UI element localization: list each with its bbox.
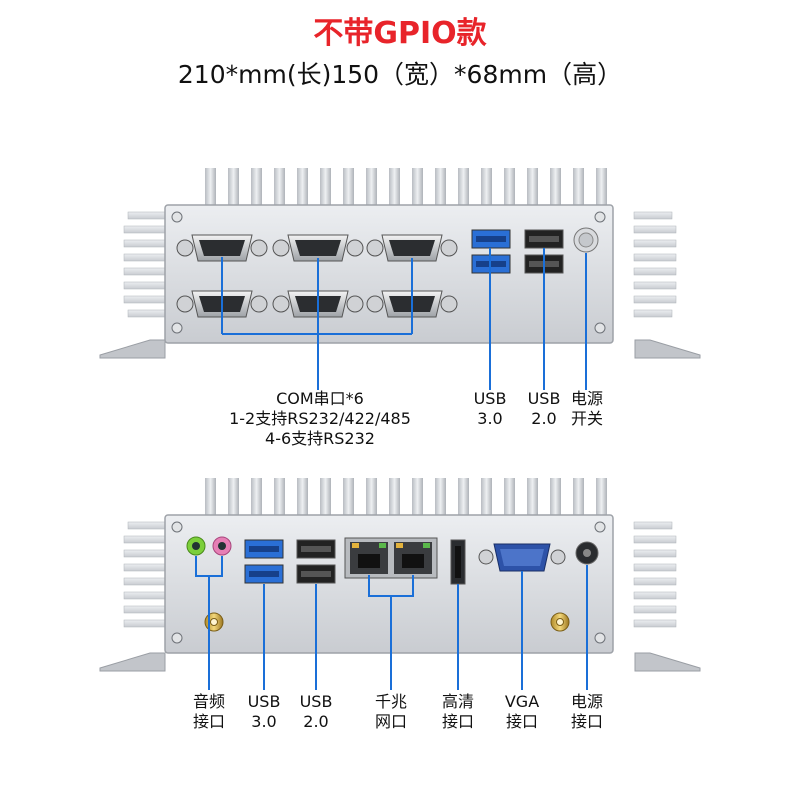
top-usb3-line2: 3.0 bbox=[477, 409, 503, 428]
power-button-icon bbox=[573, 227, 599, 253]
com-port bbox=[272, 234, 364, 262]
power-switch-line1: 电源 bbox=[570, 389, 603, 408]
vga-port bbox=[478, 543, 566, 572]
top-side-fins bbox=[123, 211, 677, 318]
bottom-usb3-line2: 3.0 bbox=[251, 712, 277, 731]
dimensions-text: 210*mm(长)150（宽）*68mm（高） bbox=[177, 60, 623, 89]
hdmi-line2: 接口 bbox=[441, 712, 474, 731]
power-switch-label: 电源 开关 bbox=[562, 389, 612, 429]
top-usb2-label: USB 2.0 bbox=[519, 389, 569, 429]
vga-label: VGA 接口 bbox=[497, 692, 547, 732]
com-port-label: COM串口*6 1-2支持RS232/422/485 4-6支持RS232 bbox=[200, 389, 440, 449]
bottom-usb2-label: USB 2.0 bbox=[291, 692, 341, 732]
top-usb2-line2: 2.0 bbox=[531, 409, 557, 428]
top-usb2-line1: USB bbox=[527, 389, 561, 408]
top-fins bbox=[205, 168, 607, 210]
bottom-fins bbox=[205, 478, 607, 520]
com-label-line1: COM串口*6 bbox=[276, 389, 364, 408]
lan-ports bbox=[344, 537, 438, 579]
vga-line2: 接口 bbox=[505, 712, 538, 731]
hdmi-label: 高清 接口 bbox=[433, 692, 483, 732]
top-usb3-line1: USB bbox=[473, 389, 507, 408]
bottom-usb3-line1: USB bbox=[247, 692, 281, 711]
top-usb3-label: USB 3.0 bbox=[465, 389, 515, 429]
hdmi-line1: 高清 bbox=[441, 692, 474, 711]
audio-jacks bbox=[186, 536, 232, 556]
audio-line1: 音频 bbox=[192, 692, 225, 711]
antenna-connector-icon bbox=[550, 612, 570, 632]
audio-label: 音频 接口 bbox=[184, 692, 234, 732]
com-port bbox=[366, 234, 458, 262]
bottom-usb2-line1: USB bbox=[299, 692, 333, 711]
com-port bbox=[176, 234, 268, 262]
vga-line1: VGA bbox=[504, 692, 540, 711]
bottom-usb3-label: USB 3.0 bbox=[239, 692, 289, 732]
lan-line1: 千兆 bbox=[374, 692, 407, 711]
power-switch-line2: 开关 bbox=[570, 409, 603, 428]
antenna-connector-icon bbox=[204, 612, 224, 632]
top-chassis bbox=[99, 168, 701, 359]
com-label-line3: 4-6支持RS232 bbox=[265, 429, 375, 448]
power-jack-line1: 电源 bbox=[570, 692, 603, 711]
hdmi-port bbox=[450, 539, 466, 585]
bottom-usb2-line2: 2.0 bbox=[303, 712, 329, 731]
audio-line2: 接口 bbox=[192, 712, 225, 731]
lan-label: 千兆 网口 bbox=[366, 692, 416, 732]
dc-power-jack bbox=[575, 541, 599, 565]
power-jack-label: 电源 接口 bbox=[562, 692, 612, 732]
bottom-usb3-ports bbox=[244, 539, 284, 584]
bottom-callouts bbox=[195, 556, 588, 690]
top-callouts bbox=[221, 248, 587, 390]
power-jack-line2: 接口 bbox=[570, 712, 603, 731]
bottom-side-fins bbox=[123, 521, 677, 628]
lan-line2: 网口 bbox=[374, 712, 407, 731]
bottom-usb2-ports bbox=[296, 539, 336, 584]
com-label-line2: 1-2支持RS232/422/485 bbox=[229, 409, 411, 428]
product-title: 不带GPIO款 bbox=[313, 16, 487, 51]
